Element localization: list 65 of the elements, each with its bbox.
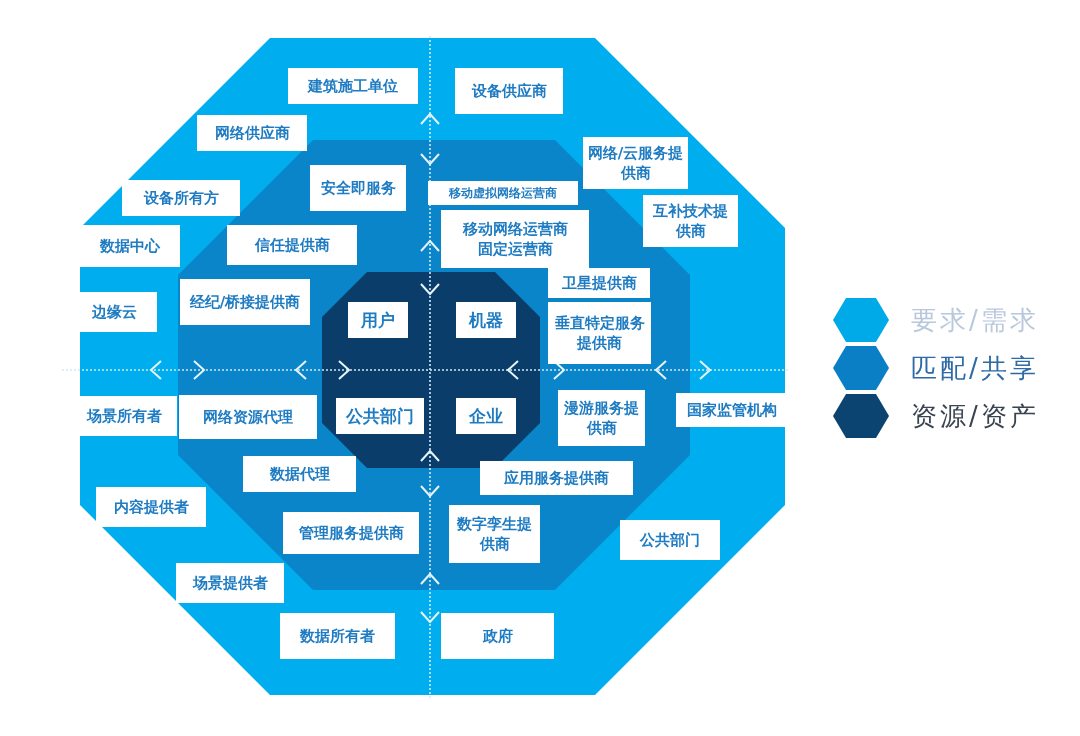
label-box — [441, 613, 554, 659]
role-text: 场景所有者 — [87, 405, 162, 427]
legend-text: 匹配/共享 — [911, 351, 1039, 385]
role-text: 数字孪生提供商 — [456, 513, 533, 555]
label-box — [80, 225, 180, 267]
label-box — [227, 225, 357, 265]
role-text: 网络供应商 — [214, 122, 290, 144]
legend-text: 要求/需求 — [911, 303, 1039, 337]
role-text: 应用服务提供商 — [504, 467, 609, 489]
label-box — [96, 487, 206, 527]
role-text: 边缘云 — [92, 301, 137, 323]
role-text: 国家监管机构 — [687, 399, 777, 421]
role-text: 数据中心 — [100, 235, 160, 257]
role-text: 垂直特定服务提供商 — [553, 312, 646, 354]
role-text: 企业 — [469, 404, 503, 428]
role-text: 网络/云服务提供商 — [587, 142, 684, 184]
role-text: 网络资源代理 — [203, 406, 293, 428]
label-box — [548, 268, 650, 298]
label-box — [441, 210, 589, 268]
role-text: 公共部门 — [640, 529, 700, 551]
label-box — [456, 398, 516, 434]
label-box — [310, 165, 406, 211]
role-text: 移动网络运营商 — [462, 218, 568, 239]
label-box — [288, 68, 418, 104]
role-text: 建筑施工单位 — [308, 75, 398, 97]
role-text: 内容提供者 — [113, 496, 189, 518]
label-box — [428, 181, 578, 205]
label-box — [456, 302, 516, 338]
label-box — [280, 613, 395, 659]
label-box — [449, 505, 540, 563]
role-text: 移动虚拟网络运营商 — [449, 184, 557, 202]
role-text: 设备所有方 — [143, 187, 219, 209]
label-box — [676, 393, 788, 427]
label-box — [180, 279, 310, 325]
role-text: 场景提供者 — [192, 572, 268, 594]
label-box — [176, 563, 284, 603]
role-text: 数据所有者 — [300, 625, 375, 647]
role-text: 机器 — [469, 308, 503, 332]
label-box — [122, 180, 240, 216]
label-box — [643, 195, 738, 247]
label-box — [283, 512, 419, 554]
role-text: 信任提供商 — [254, 234, 330, 256]
role-text: 互补技术提供商 — [652, 200, 729, 242]
role-text: 管理服务提供商 — [298, 522, 404, 544]
label-box — [336, 398, 424, 434]
label-box — [197, 115, 307, 151]
label-box — [620, 520, 720, 560]
role-text: 固定运营商 — [477, 239, 553, 260]
role-text: 政府 — [482, 625, 513, 647]
label-box — [558, 390, 645, 446]
label-box — [243, 456, 356, 492]
label-box — [348, 302, 408, 338]
role-text: 数据代理 — [269, 463, 330, 485]
role-text: 公共部门 — [346, 404, 414, 428]
label-box — [455, 68, 563, 114]
label-box — [179, 395, 317, 439]
label-box — [480, 461, 633, 495]
label-box — [548, 302, 651, 364]
role-text: 设备供应商 — [471, 80, 547, 102]
role-text: 漫游服务提供商 — [563, 397, 640, 439]
role-text: 卫星提供商 — [561, 272, 637, 294]
role-text: 经纪/桥接提供商 — [189, 291, 301, 313]
role-text: 安全即服务 — [320, 177, 396, 199]
role-text: 用户 — [361, 308, 395, 332]
legend-text: 资源/资产 — [911, 399, 1039, 433]
